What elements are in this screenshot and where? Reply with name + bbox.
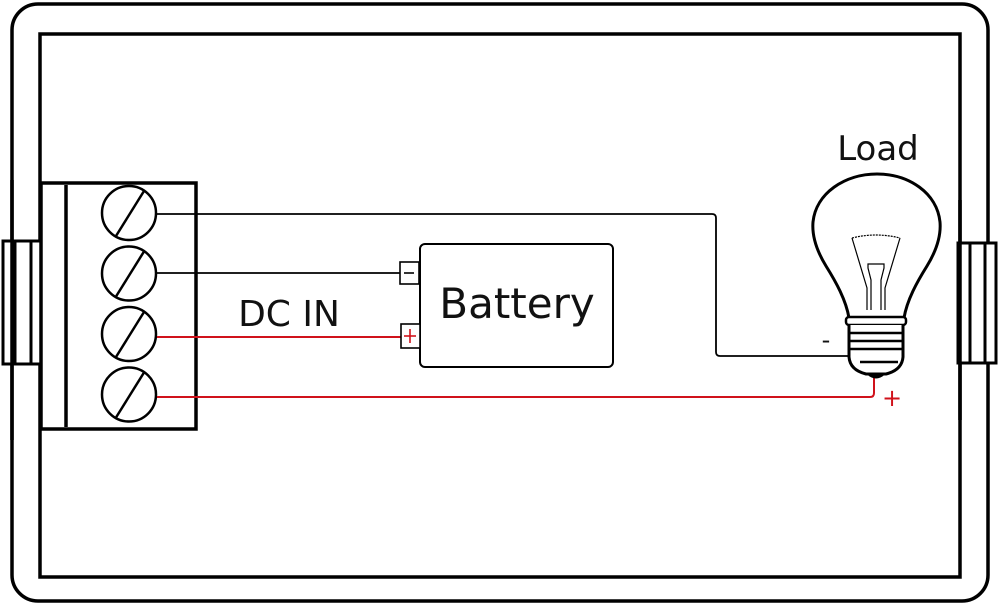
bulb-glass (811, 172, 942, 320)
terminal-screw-4 (100, 366, 158, 423)
wire-terminal1-to-load-negative (157, 213, 848, 357)
wire-terminal4-to-load-positive (157, 377, 875, 398)
terminal-screw-2 (100, 245, 158, 302)
battery-body (419, 243, 614, 368)
dc-in-label: DC IN (238, 294, 340, 335)
screw-slot-icon (114, 190, 146, 237)
wires (157, 213, 875, 398)
load-label: Load (837, 129, 919, 169)
terminal-block (39, 181, 198, 431)
load-positive-label: + (882, 384, 902, 412)
terminal-screw-3 (100, 305, 158, 363)
screw-slot-icon (114, 311, 146, 358)
screw-slot-icon (114, 371, 146, 419)
screw-slot-icon (114, 250, 146, 298)
bulb-filament-icon (851, 237, 901, 310)
load-bulb (811, 172, 942, 379)
load-negative-label: - (822, 326, 831, 354)
right-mounting-clip (956, 200, 998, 420)
battery-label: Battery (439, 279, 594, 328)
left-mounting-clip (1, 180, 43, 440)
battery: Battery (399, 243, 614, 368)
terminal-screw-1 (100, 184, 158, 242)
